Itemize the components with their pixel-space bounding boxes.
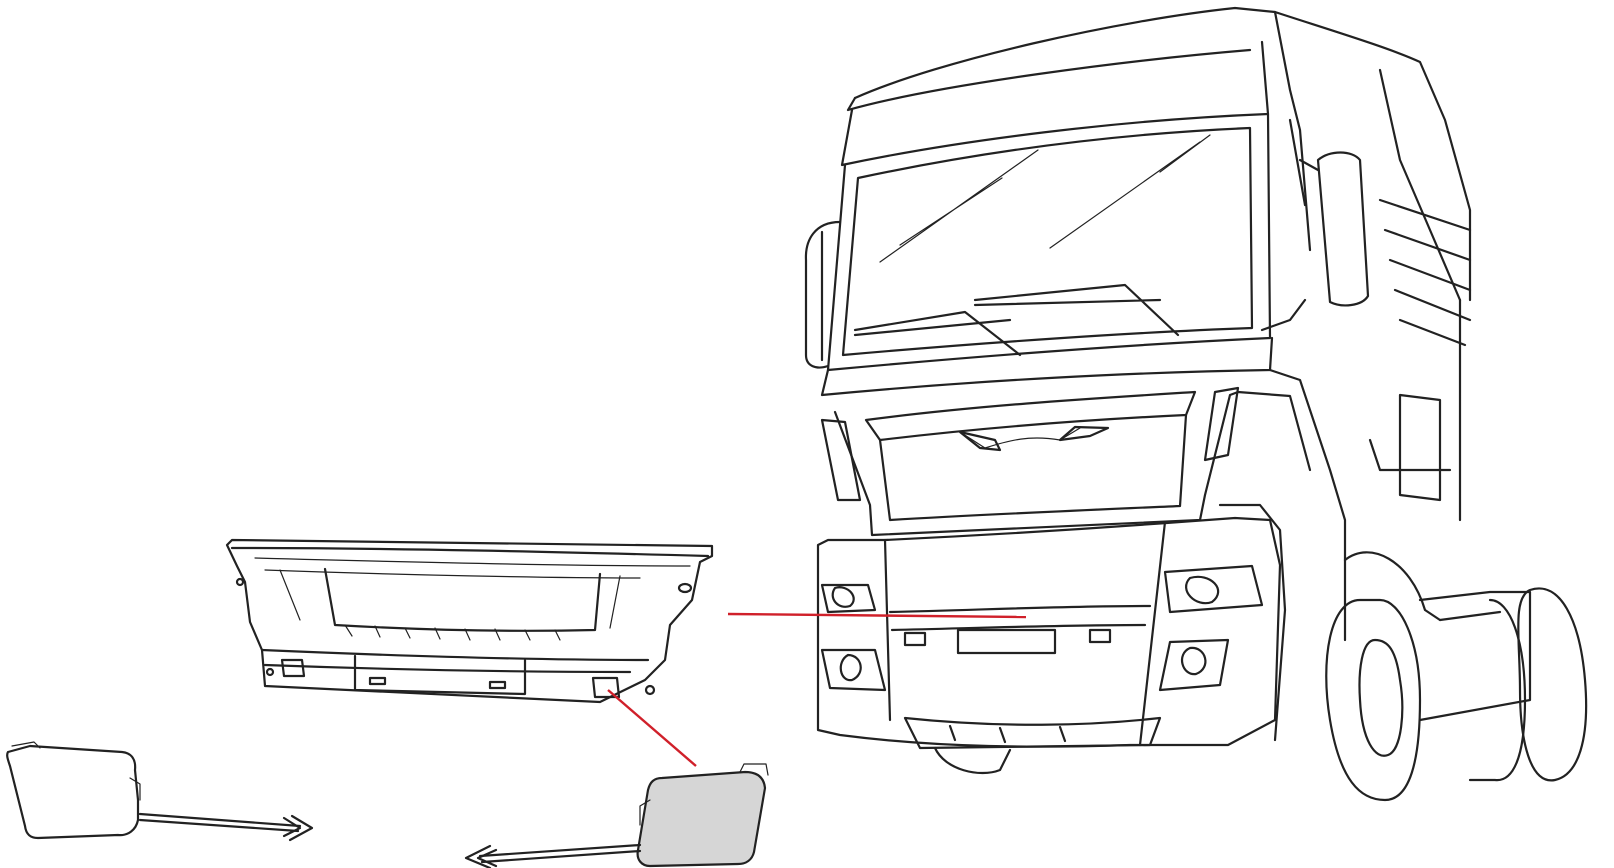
tow-hook-cap-right-tab bbox=[739, 763, 769, 776]
leader-line-opening-to-cap bbox=[607, 689, 697, 767]
bumper-panel-slot-1 bbox=[368, 676, 387, 686]
front-bumper-center bbox=[883, 520, 1167, 747]
tow-hook-cap-left-strap bbox=[138, 812, 302, 833]
cab-front-body bbox=[820, 336, 1274, 397]
rear-wheel-2 bbox=[1468, 598, 1527, 782]
cab-side-lower bbox=[1398, 298, 1462, 522]
tow-hook-cap-left-tab bbox=[11, 741, 41, 749]
bumper-panel-slot-2 bbox=[488, 680, 507, 690]
cab-door-handle bbox=[1368, 438, 1452, 472]
fender bbox=[1343, 551, 1442, 622]
bumper-panel-tow-opening-left bbox=[280, 658, 306, 678]
leader-lines bbox=[607, 612, 1027, 767]
grille-lower bbox=[878, 413, 1188, 522]
truck-roof bbox=[853, 6, 1472, 302]
bumper-underrun bbox=[903, 716, 1162, 750]
bumper-panel-tow-opening-right bbox=[591, 676, 621, 699]
tow-hook-cap-right-body bbox=[636, 770, 767, 868]
bumper-panel-illustration bbox=[225, 538, 714, 704]
truck-windscreen bbox=[841, 126, 1254, 357]
license-plate bbox=[956, 628, 1057, 655]
windscreen-reflection-1 bbox=[879, 149, 1039, 263]
tow-hook-cap-right-clip bbox=[639, 799, 651, 826]
truck-windscreen-frame bbox=[826, 112, 1272, 372]
grille-upper bbox=[864, 390, 1197, 442]
rear-wheel bbox=[1517, 587, 1588, 782]
tow-hook-cap-left-clip bbox=[129, 777, 141, 801]
bumper-panel-diagonals bbox=[279, 569, 621, 629]
tow-hook-cap-left-body bbox=[6, 744, 140, 840]
tow-hook-cap-right-illustration bbox=[464, 763, 769, 868]
wiper-right bbox=[973, 283, 1180, 337]
grille-badge-right bbox=[1058, 425, 1110, 442]
grille-badge-left bbox=[958, 430, 1002, 452]
fog-lamp-right-lower bbox=[1158, 638, 1230, 692]
grille-surround bbox=[833, 390, 1240, 537]
bumper-tow-slots bbox=[903, 628, 1112, 647]
windscreen-reflection-2 bbox=[1049, 134, 1211, 249]
truck-roof-front bbox=[846, 48, 1252, 112]
bumper-panel-top-lip bbox=[230, 546, 710, 558]
bumper-panel-body bbox=[225, 538, 714, 704]
fog-lamp-right bbox=[1163, 564, 1264, 614]
cab-step-front bbox=[1218, 503, 1287, 742]
tow-hook-cap-left-illustration bbox=[6, 741, 314, 842]
cab-side-panels bbox=[1378, 198, 1472, 347]
bumper-panel-teeth bbox=[344, 624, 561, 641]
mirror-right bbox=[1316, 151, 1370, 307]
bumper-panel-center-block bbox=[353, 654, 527, 696]
leader-line-bumper-to-truck bbox=[727, 612, 1027, 619]
chassis bbox=[1418, 590, 1532, 722]
bumper-panel-mount-holes bbox=[235, 577, 693, 696]
truck-visor bbox=[840, 40, 1270, 167]
bumper-chin bbox=[933, 746, 1012, 775]
tow-hook-cap-right-strap bbox=[478, 843, 642, 864]
bumper-panel-lower-face bbox=[260, 648, 650, 674]
fog-lamp-left-lower bbox=[820, 648, 887, 692]
front-wheel-hub bbox=[1358, 638, 1404, 757]
tow-hook-cap-right-arrow bbox=[464, 844, 498, 868]
bumper-panel-inner-edge bbox=[254, 557, 691, 579]
mirror-left bbox=[804, 220, 842, 369]
headlight-right bbox=[1203, 386, 1240, 462]
bumper-bar bbox=[888, 604, 1152, 632]
fog-lamp-left bbox=[820, 583, 877, 614]
wiper-left bbox=[853, 310, 1022, 357]
headlight-left bbox=[820, 418, 862, 502]
tow-hook-cap-left-arrow bbox=[282, 814, 314, 842]
front-bumper-outline bbox=[816, 516, 1282, 748]
truck-illustration bbox=[804, 6, 1588, 802]
cab-side bbox=[1273, 10, 1462, 302]
front-wheel bbox=[1325, 598, 1422, 802]
